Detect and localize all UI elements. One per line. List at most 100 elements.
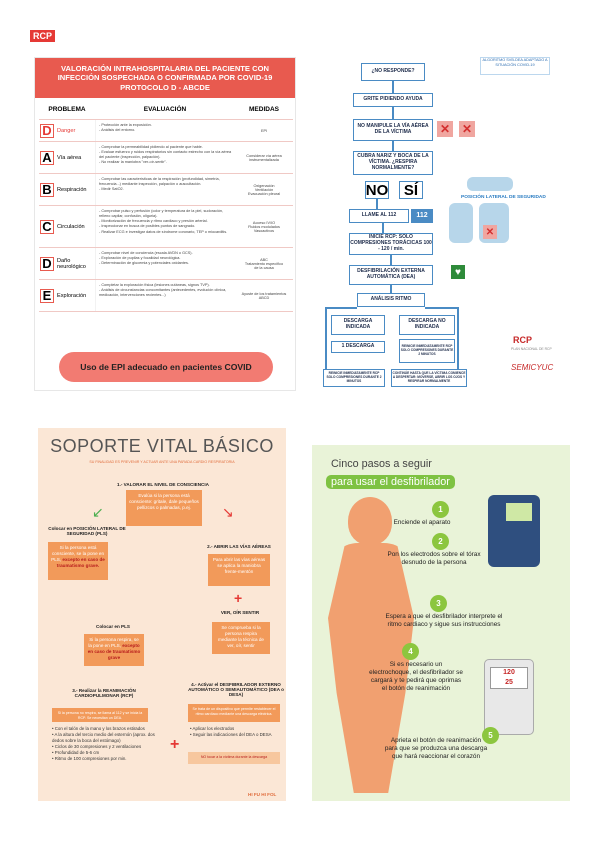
row-measures: Considerar vía aérea instrumentalizada [246,153,282,162]
step4-heading: 4.- Activar el DESFIBRILADOR EXTERNO AUT… [188,682,284,697]
list-item: • Con el talón de la mano y los brazos e… [52,726,145,731]
plus-icon: + [170,736,180,753]
row-letter-box: A [40,150,54,165]
row-evaluation: - Comprobar la permeabilidad pidiendo al… [95,142,235,173]
flow-arrow [392,81,394,93]
abcde-protocol-panel: VALORACIÓN INTRAHOSPITALARIA DEL PACIENT… [34,57,296,391]
dea-icon: ♥ [451,265,465,279]
check-icon: ↙ [92,504,104,520]
svb-subtitle: SU FINALIDAD ES PREVENIR Y ACTUAR ANTE U… [89,460,235,464]
row-letter-box: B [40,182,54,197]
loop-line-right [457,307,459,371]
box-inicie-rcp: INICIE RCP: SOLO COMPRESIONES TORÁCICAS … [349,233,433,255]
arrow-icon: ↘ [222,504,234,520]
pls2-box: Si la persona respira, se la pone en PLS… [84,634,144,666]
step1-box: Evalúa si la persona está consciente: gr… [126,490,202,526]
box-grite: GRITE PIDIENDO AYUDA [353,93,433,107]
monitor-screen: 120 25 [490,667,528,689]
svb-dea-algorithm-panel: ALGORITMO SVB-DEA ADAPTADO A SITUACIÓN C… [313,57,571,391]
list-item: • Profundidad de 5-6 cm [52,749,100,755]
defib-title-line2: para usar el desfibrilador [326,475,455,489]
step4-list: • Aplicar los electrodos • Seguir las in… [190,726,280,738]
semicyuc-logo: SEMICYUC [511,363,554,372]
row-letter: C [39,206,55,247]
warning-box: NO tocar a la víctima durante la descarg… [188,752,280,764]
step-text: Pon los electrodos sobre el tórax desnud… [387,551,481,566]
box-descarga-indicada: DESCARGA INDICADA [331,315,385,335]
step-text: Enciende el aparato [393,519,451,526]
col-header-problem: PROBLEMA [48,106,86,113]
abcde-table-header: PROBLEMA EVALUACIÓN MEDIDAS [39,100,293,120]
answer-no: NO [365,181,389,199]
flow-arrow [376,199,378,209]
flow-arrow [392,107,394,119]
algorithm-header: ALGORITMO SVB-DEA ADAPTADO A SITUACIÓN C… [480,57,550,75]
box-llame: LLAME AL 112 [349,209,409,223]
step1-heading: 1.- VALORAR EL NIVEL DE CONSCIENCIA [117,482,209,487]
row-letter-box: D [40,256,54,271]
pls-box: Si la persona está consciente, se la pon… [48,542,108,580]
row-measures: EPI [260,128,268,133]
row-evaluation: - Comprobar las características de la re… [95,174,235,205]
list-item: • Aplicar los electrodos [190,726,235,731]
row-problem: Daño neurológico [57,257,86,270]
step2-heading: 2.- ABRIR LAS VÍAS AÉREAS [207,544,271,549]
step-text: Si es necesario un electrochoque, el des… [369,661,463,692]
row-letter-box: E [40,288,54,303]
rcp-tag: RCP [30,30,56,42]
step-number: 4 [402,643,419,660]
monitor-reading-top: 120 [503,669,515,676]
row-measures: ABC Tratamiento específico de la causa [244,257,284,270]
pls2-heading: Colocar en PLS [96,624,130,629]
defibrillator-steps-panel: Cinco pasos a seguir para usar el desfib… [312,445,570,801]
row-measures: Ayuste de los tratamientos ABCD [241,291,287,300]
box-reinicie-left: REINICIE INMEDIATAMENTE RCP SOLO COMPRES… [323,369,385,387]
recovery-position-illustration [467,177,513,191]
row-letter: D [39,248,55,279]
row-problem: Danger [57,127,76,134]
svb-title: SOPORTE VITAL BÁSICO [50,436,274,456]
row-letter: A [39,142,55,173]
pls2-box-text: Si la persona respira, se la pone en PLS… [88,637,139,648]
step-text: Aprieta el botón de reanimación para que… [384,737,488,760]
row-letter: E [39,280,55,311]
box-no-responde: ¿NO RESPONDE? [361,63,425,81]
cpr-illustration [449,203,473,243]
step3-heading: 3.- Realizar la REANIMACIÓN CARDIOPULMON… [72,688,136,698]
row-measures: Acceso IV/IO Fluidos modulados Vasoactiv… [248,220,280,233]
flow-arrow [382,223,384,233]
box-analisis: ANÁLISIS RITMO [357,293,425,307]
answer-si: SÍ [399,181,423,199]
ver-box: Se comprueba si la persona respira media… [212,622,270,654]
list-item: • Ritmo de 100 compresiones por min. [52,755,127,761]
flow-arrow [392,141,394,151]
step-number: 5 [482,727,499,744]
box-una-descarga: 1 DESCARGA [331,341,385,353]
defibrillator-screen [506,503,532,521]
row-problem: Respiración [57,186,87,193]
pls-box-exception: excepto en caso de traumatismo grave. [56,556,105,568]
svb-footer: HI FU HI FOL [248,792,277,797]
step3-list: • Con el talón de la mano y los brazos e… [52,726,156,762]
box-cubra: CUBRA NARIZ Y BOCA DE LA VÍCTIMA. ¿RESPI… [353,151,433,175]
step2-box: Para abrir las vías aéreas se aplica la … [208,554,270,586]
step-number: 3 [430,595,447,612]
badge-112: 112 [411,209,433,223]
row-letter-box: D [40,123,54,138]
row-letter-box: C [40,219,54,234]
row-measures: Oxigenación Ventilación Evacuación pleur… [247,183,281,196]
box-descarga-no-indicada: DESCARGA NO INDICADA [399,315,455,335]
step-text: Espera a que el desfibrilador interprete… [385,613,503,628]
epi-pill: Uso de EPI adecuado en pacientes COVID [59,352,273,382]
pls-box-text: Si la persona está consciente, se la pon… [51,545,105,562]
step-number: 1 [432,501,449,518]
person-head-illustration [348,497,392,545]
label-posicion-lateral: POSICIÓN LATERAL DE SEGURIDAD [461,195,546,200]
row-letter: D [39,120,55,141]
plus-icon: + [234,590,243,606]
soporte-vital-basico-panel: SOPORTE VITAL BÁSICO SU FINALIDAD ES PRE… [38,428,286,801]
row-problem: Exploración [57,292,87,299]
